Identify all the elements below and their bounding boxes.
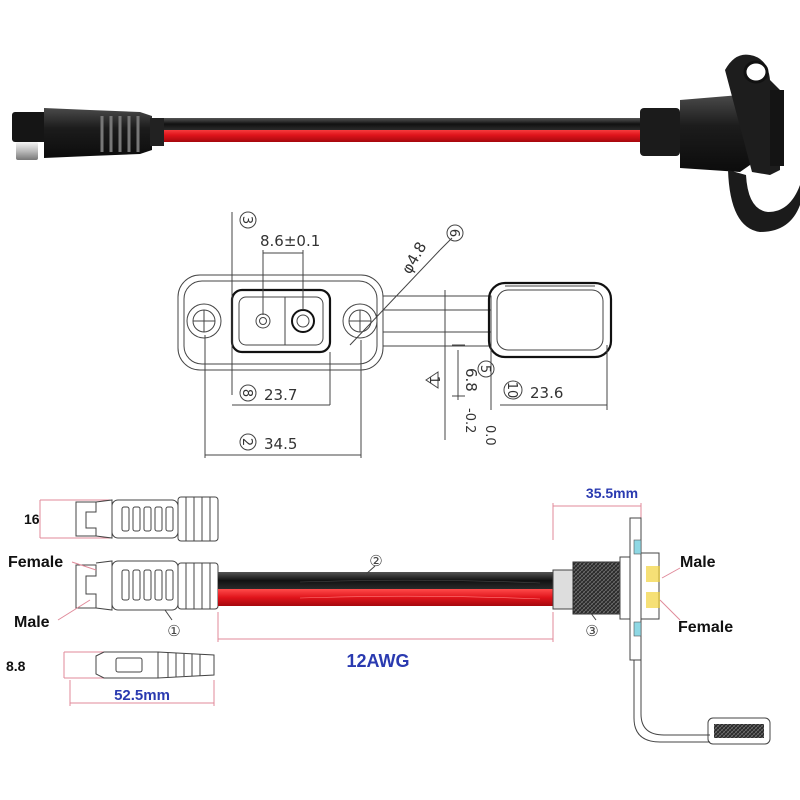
dim-ref-6: 6 — [446, 224, 464, 242]
sae-plug-top — [75, 496, 219, 542]
dim-width-outer: 34.5 — [264, 435, 297, 453]
callout-2: ② — [369, 552, 382, 570]
mount-hole-left — [186, 303, 222, 339]
svg-text:2: 2 — [239, 438, 254, 446]
sae-plug-side — [95, 651, 215, 679]
svg-text:8: 8 — [239, 389, 254, 397]
dim-ref-8: 8 — [239, 384, 257, 402]
callout-1: ① — [167, 622, 180, 640]
connector-width-label: 16 — [24, 511, 40, 527]
callout-3: ③ — [585, 622, 598, 640]
right-male-label: Male — [680, 554, 716, 571]
connector-length-label: 52.5mm — [114, 687, 170, 704]
dim-thickness-tol-lower: -0.2 — [462, 408, 477, 433]
technical-drawing: 3 8.6±0.1 6 φ4.8 8 23.7 2 34.5 1 5 6.8 0… — [177, 211, 613, 458]
photo-panel-socket — [640, 54, 800, 232]
sae-plug-main — [75, 560, 219, 611]
panel-mount-icon — [552, 517, 771, 745]
schematic-red-wire — [218, 589, 558, 606]
svg-text:6: 6 — [446, 229, 461, 237]
mount-hole-right — [342, 303, 378, 339]
product-photo — [12, 54, 800, 232]
svg-text:3: 3 — [239, 216, 254, 224]
photo-sae-plug — [12, 108, 164, 160]
svg-text:10: 10 — [504, 382, 519, 399]
dim-ref-2: 2 — [239, 433, 257, 451]
dim-thickness-tol-upper: 0.0 — [482, 425, 497, 446]
dim-width-inner: 23.7 — [264, 386, 297, 404]
panel-depth-label: 35.5mm — [586, 485, 638, 501]
right-female-label: Female — [678, 619, 733, 636]
wire-gauge-label: 12AWG — [346, 651, 409, 671]
triangle-warning-icon: 1 — [425, 371, 441, 389]
dim-ref-10: 10 — [503, 380, 523, 400]
dim-hole-diameter: φ4.8 — [398, 239, 430, 277]
photo-red-wire — [150, 128, 655, 142]
dim-cap-width: 23.6 — [530, 384, 563, 402]
dim-ref-3: 3 — [239, 211, 257, 229]
left-female-label: Female — [8, 554, 63, 571]
connector-height-label: 8.8 — [6, 658, 26, 674]
svg-text:1: 1 — [426, 376, 441, 384]
dim-ref-5: 5 — [477, 360, 495, 378]
socket-face — [230, 288, 332, 354]
cap-outline — [487, 281, 613, 359]
svg-text:5: 5 — [477, 365, 492, 373]
dim-thickness: 6.8 — [462, 368, 480, 392]
photo-black-wire — [150, 118, 655, 130]
wiring-schematic: 16 — [6, 485, 771, 745]
left-male-label: Male — [14, 614, 50, 631]
dim-pin-spacing: 8.6±0.1 — [260, 232, 320, 250]
